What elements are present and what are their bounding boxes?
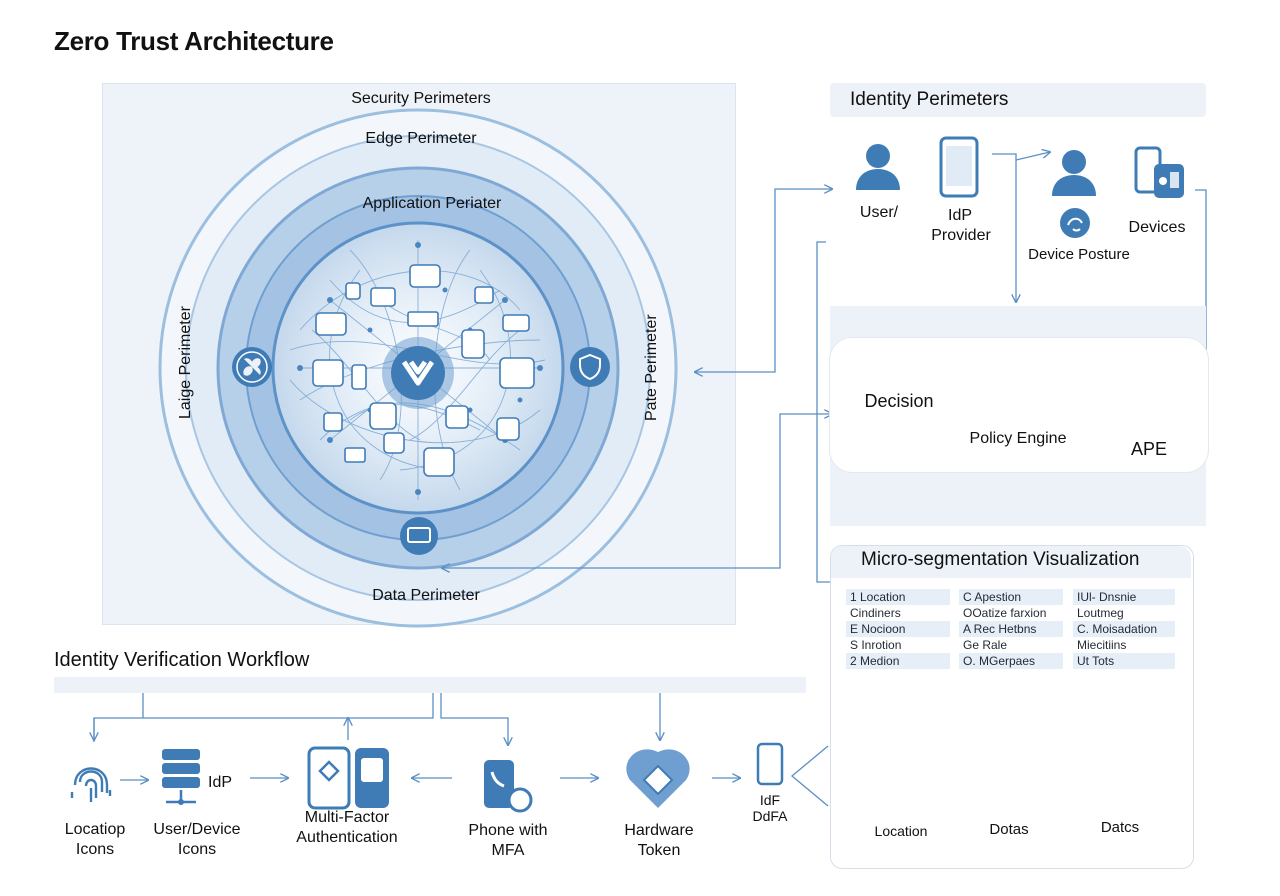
micro-cell: 2 Medion — [846, 653, 950, 669]
decision-label: Decision — [864, 391, 934, 411]
label-line: Hardware — [624, 822, 694, 839]
micro-cell: 1 Location — [846, 589, 950, 605]
micro-location-label: Location — [874, 823, 928, 839]
mfa-icon — [307, 746, 389, 810]
micro-cell: A Rec Hetbns — [959, 621, 1063, 637]
server-icon — [162, 749, 200, 805]
label-line: User/Device — [153, 821, 241, 838]
location-icons-label: Locatiop Icons — [65, 820, 126, 860]
micro-dotas-label: Dotas — [989, 821, 1029, 838]
micro-cell: O. MGerpaes — [959, 653, 1063, 669]
micro-cell: E Nocioon — [846, 621, 950, 637]
user-icon — [856, 144, 900, 190]
panel-connectors — [442, 189, 832, 583]
micro-column-3: IUl- Dnsnie Loutmeg C. Moisadation Mieci… — [1073, 589, 1175, 669]
micro-segmentation-header — [831, 546, 1191, 578]
security-perimeters-label: Security Perimeters — [351, 90, 491, 107]
idp-label: IdP — [947, 207, 973, 224]
devices-icon — [1134, 146, 1184, 198]
phone-mfa-label: Phone with MFA — [468, 821, 547, 861]
mfa-label: Multi-Factor Authentication — [296, 808, 397, 848]
device-posture-label: Device Posture — [1028, 246, 1130, 263]
devices-label: Devices — [1128, 219, 1186, 236]
micro-column-2: C Apestion OOatize farxion A Rec Hetbns … — [959, 589, 1063, 669]
micro-cell: Loutmeg — [1077, 606, 1124, 620]
label-line: Icons — [177, 841, 217, 858]
laptop-icon — [400, 517, 438, 555]
application-perimeter-label: Application Periater — [362, 195, 502, 212]
workflow-band — [54, 677, 806, 693]
label-line: Token — [637, 842, 681, 859]
micro-cell: Cindiners — [850, 606, 901, 620]
label-line: Authentication — [296, 829, 398, 846]
phone-mfa-icon — [484, 760, 533, 813]
policy-engine-label: Policy Engine — [969, 430, 1067, 447]
micro-cell: C Apestion — [959, 589, 1063, 605]
fingerprint-icon — [70, 767, 112, 802]
token-phone-icon — [756, 742, 784, 786]
micro-cell: Miecitiins — [1077, 638, 1127, 652]
label-line: Phone with — [468, 822, 548, 839]
left-vertical-perimeter-label: Laige Perimeter — [177, 306, 194, 419]
label-line: Multi-Factor — [304, 809, 390, 826]
micro-datcs-label: Datcs — [1100, 819, 1140, 836]
identity-perimeters-title: Identity Perimeters — [850, 89, 1009, 110]
data-perimeter-label: Data Perimeter — [372, 587, 480, 604]
label-line: Locatiop — [64, 821, 126, 838]
provider-label: Provider — [931, 227, 991, 244]
user-label: User/ — [859, 204, 899, 221]
decision-card — [830, 338, 1208, 472]
idf-label: IdF DdFA — [752, 792, 787, 824]
micro-cell: OOatize farxion — [963, 606, 1047, 620]
micro-cell: C. Moisadation — [1073, 621, 1175, 637]
fan-icon — [232, 347, 272, 387]
workflow-title: Identity Verification Workflow — [54, 649, 310, 671]
workflow-idp-label: IdP — [208, 774, 233, 791]
user-device-icons-label: User/Device Icons — [153, 820, 240, 860]
label-line: Icons — [75, 841, 115, 858]
label-line: MFA — [491, 842, 525, 859]
shield-icon — [570, 347, 610, 387]
micro-column-1: 1 Location Cindiners E Nocioon S Inrotio… — [846, 589, 950, 669]
central-shield-icon — [382, 337, 454, 409]
micro-cell: S Inrotion — [850, 638, 902, 652]
device-posture-icon — [1060, 208, 1090, 238]
micro-segmentation-title: Micro-segmentation Visualization — [861, 549, 1140, 570]
label-line: IdF — [759, 792, 781, 808]
user-icon-2 — [1052, 150, 1096, 196]
edge-perimeter-label: Edge Perimeter — [365, 130, 477, 147]
hardware-token-icon — [626, 749, 690, 808]
label-line: DdFA — [752, 808, 788, 824]
hardware-token-label: Hardware Token — [624, 821, 693, 861]
micro-cell: Ge Rale — [963, 638, 1008, 652]
right-vertical-perimeter-label: Pate Perimeter — [643, 314, 660, 421]
phone-icon — [939, 136, 979, 198]
micro-cell: IUl- Dnsnie — [1073, 589, 1175, 605]
ape-label: APE — [1130, 439, 1168, 459]
micro-cell: Ut Tots — [1073, 653, 1175, 669]
identity-perimeters-header — [830, 83, 1206, 117]
page-title: Zero Trust Architecture — [54, 26, 334, 56]
